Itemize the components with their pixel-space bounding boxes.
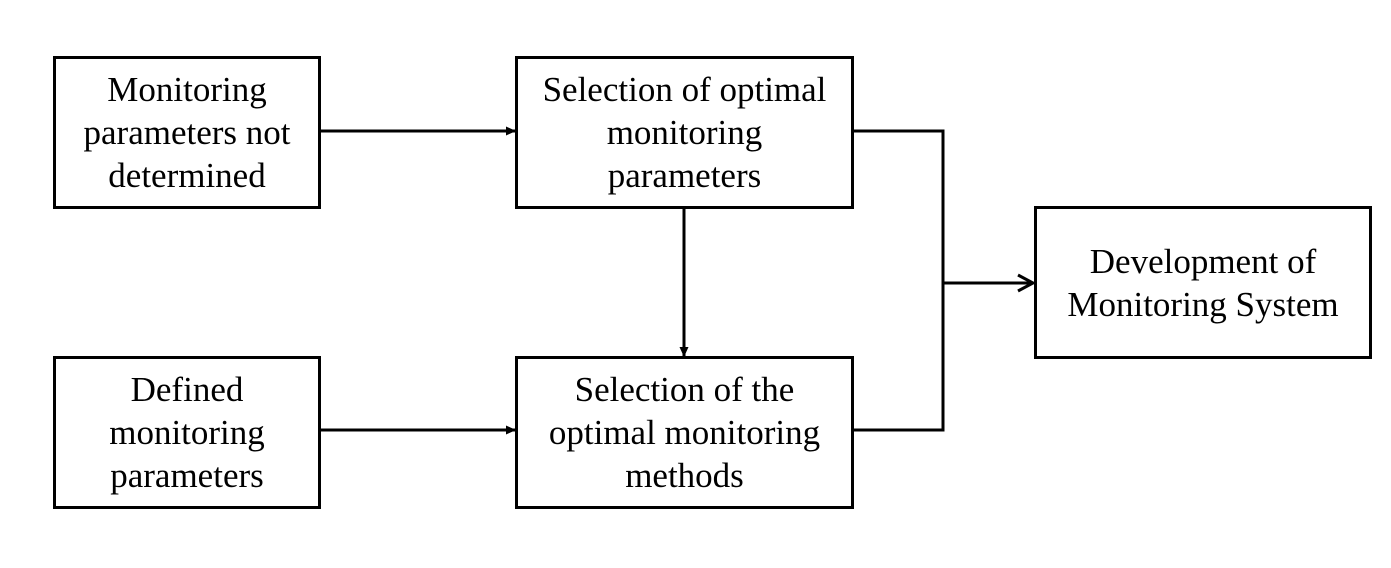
- box-label-line: Monitoring: [107, 70, 267, 109]
- box-label-line: Defined: [130, 370, 244, 409]
- box-label: Selection of the optimal monitoring meth…: [549, 368, 820, 497]
- box-label: Selection of optimal monitoring paramete…: [543, 68, 827, 197]
- box-label-line: optimal monitoring: [548, 413, 821, 452]
- box-label: Development of Monitoring System: [1067, 240, 1338, 326]
- box-label-line: parameters not: [83, 113, 291, 152]
- box-label-line: methods: [625, 456, 744, 495]
- box-label: Monitoring parameters not determined: [84, 68, 291, 197]
- box-label-line: determined: [108, 156, 266, 195]
- box-label-line: Monitoring System: [1067, 284, 1339, 324]
- box-label-line: Development of: [1089, 241, 1317, 281]
- box-monitoring-parameters-not-determined: Monitoring parameters not determined: [53, 56, 321, 209]
- box-label-line: monitoring: [109, 413, 265, 452]
- box-development-of-monitoring-system: Development of Monitoring System: [1034, 206, 1372, 359]
- box-label-line: parameters: [110, 456, 264, 495]
- box-label-line: Selection of the: [574, 370, 795, 409]
- box-label-line: monitoring: [606, 113, 763, 152]
- connector-optimal-params-to-merge: [854, 129, 945, 283]
- box-label: Defined monitoring parameters: [109, 368, 265, 497]
- box-selection-of-optimal-methods: Selection of the optimal monitoring meth…: [515, 356, 854, 509]
- box-label-line: parameters: [607, 156, 762, 195]
- box-defined-monitoring-parameters: Defined monitoring parameters: [53, 356, 321, 509]
- box-selection-of-optimal-parameters: Selection of optimal monitoring paramete…: [515, 56, 854, 209]
- connector-optimal-methods-to-merge: [854, 283, 945, 432]
- box-label-line: Selection of optimal: [542, 70, 827, 109]
